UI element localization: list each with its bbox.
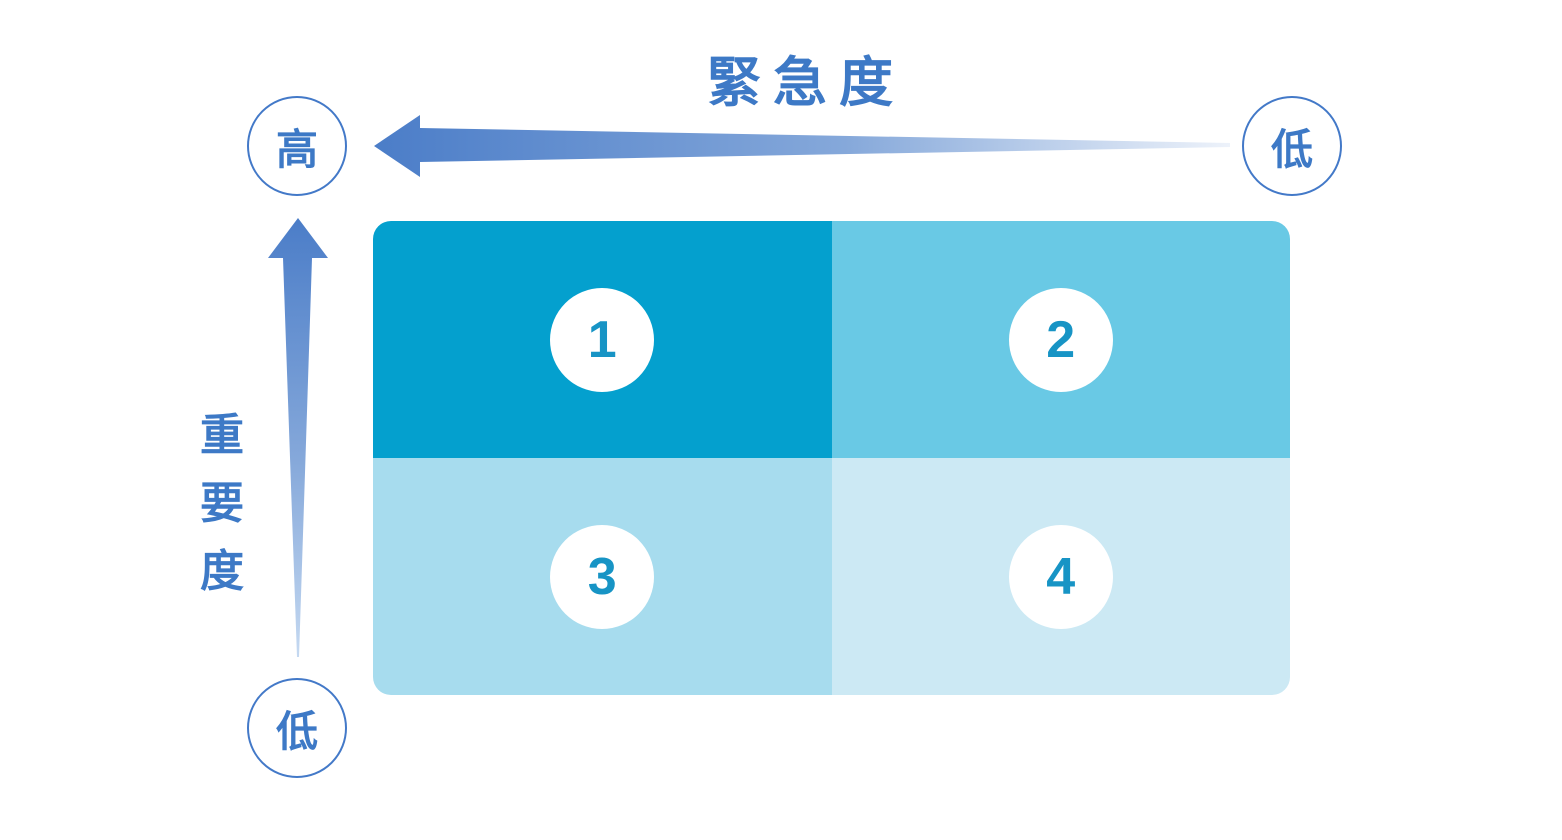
high-badge: 高 bbox=[247, 96, 347, 196]
importance-axis-title-char-3: 度 bbox=[200, 547, 244, 596]
quadrant-1-number-badge: 1 bbox=[550, 287, 655, 392]
quadrant-2-number-badge: 2 bbox=[1008, 287, 1113, 392]
urgency-low-badge: 低 bbox=[1242, 96, 1342, 196]
quadrant-3-number: 3 bbox=[587, 547, 617, 606]
quadrant-1-number: 1 bbox=[587, 310, 617, 369]
urgency-axis-title: 緊急度 bbox=[707, 53, 905, 113]
quadrant-2-number: 2 bbox=[1046, 310, 1076, 369]
importance-axis-title-char-1: 重 bbox=[200, 411, 244, 460]
quadrant-4-number: 4 bbox=[1046, 547, 1076, 606]
quadrant-4: 4 bbox=[831, 458, 1290, 695]
importance-axis-title: 重 要 度 bbox=[197, 402, 247, 606]
matrix: 1 2 3 4 bbox=[373, 221, 1290, 695]
importance-axis-title-char-2: 要 bbox=[200, 479, 244, 528]
quadrant-3-number-badge: 3 bbox=[550, 524, 655, 629]
importance-arrow-icon bbox=[268, 218, 328, 657]
quadrant-1: 1 bbox=[373, 221, 832, 458]
quadrant-3: 3 bbox=[373, 458, 832, 695]
quadrant-2: 2 bbox=[831, 221, 1290, 458]
quadrant-4-number-badge: 4 bbox=[1008, 524, 1113, 629]
importance-low-badge: 低 bbox=[247, 678, 347, 778]
urgency-arrow-icon bbox=[374, 115, 1230, 177]
